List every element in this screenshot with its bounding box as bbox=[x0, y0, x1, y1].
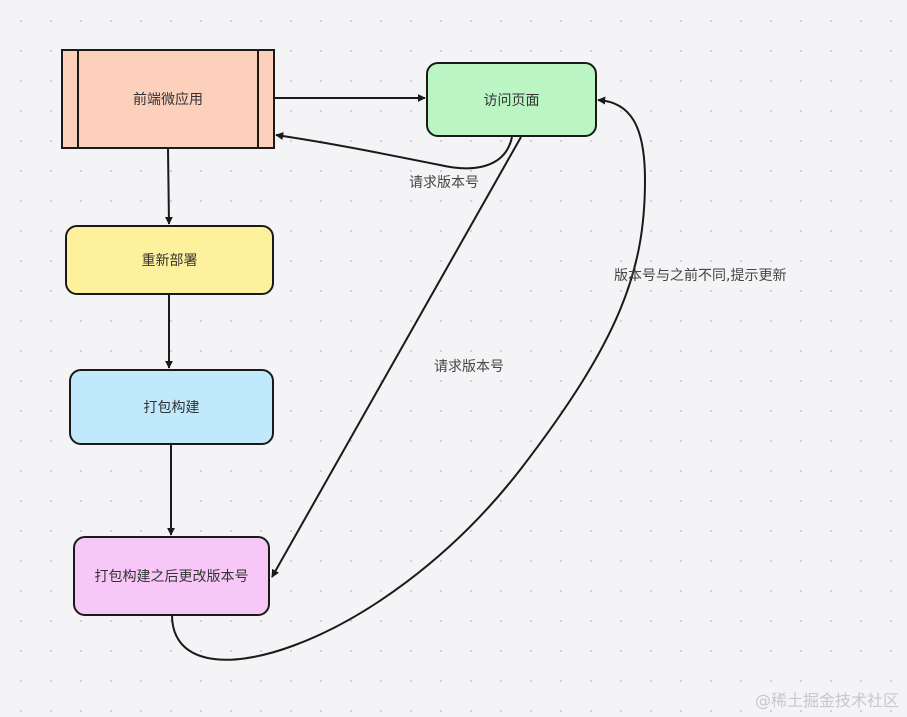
edge-label-request-version-2: 请求版本号 bbox=[434, 359, 504, 375]
node-label: 访问页面 bbox=[483, 92, 540, 109]
node-update-version[interactable]: 打包构建之后更改版本号 bbox=[73, 536, 270, 616]
arrow-visit-to-frontend bbox=[275, 132, 513, 170]
node-frontend-micro-app[interactable]: 前端微应用 bbox=[61, 49, 275, 149]
node-label: 重新部署 bbox=[141, 253, 198, 269]
edge-label-request-version-1: 请求版本号 bbox=[409, 175, 479, 191]
node-visit-page[interactable]: 访问页面 bbox=[426, 62, 597, 137]
process-right-bar bbox=[257, 51, 259, 147]
node-label: 打包构建 bbox=[143, 400, 200, 416]
watermark: @稀土掘金技术社区 bbox=[754, 691, 899, 710]
edge-label-version-changed: 版本号与之前不同,提示更新 bbox=[614, 268, 787, 284]
node-label: 前端微应用 bbox=[133, 92, 203, 108]
arrow-frontend-to-redeploy bbox=[164, 148, 173, 225]
arrow-visit-to-update bbox=[271, 136, 522, 578]
arrow-update-to-visit bbox=[171, 96, 647, 661]
node-label: 打包构建之后更改版本号 bbox=[94, 569, 249, 585]
node-redeploy[interactable]: 重新部署 bbox=[65, 225, 274, 295]
node-build[interactable]: 打包构建 bbox=[69, 369, 274, 445]
process-left-bar bbox=[77, 51, 79, 147]
